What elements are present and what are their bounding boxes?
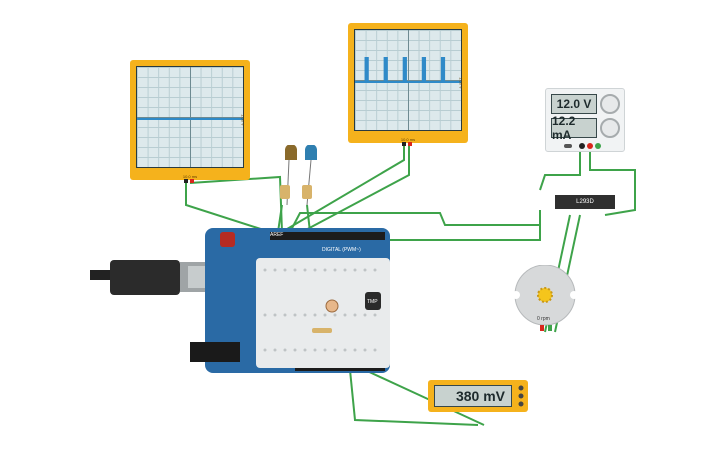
wire[interactable]	[385, 210, 541, 241]
scope-time-label: 10.0 ms	[182, 174, 198, 179]
oscilloscope-screen	[136, 66, 244, 168]
multimeter[interactable]: 380 mV	[428, 380, 528, 412]
wire[interactable]	[289, 212, 540, 233]
leds-and-resistors[interactable]	[275, 145, 335, 215]
arduino-board[interactable]	[80, 220, 400, 390]
wire[interactable]	[281, 146, 405, 233]
current-knob[interactable]	[600, 118, 620, 138]
wire[interactable]	[185, 183, 271, 233]
wire[interactable]	[277, 204, 283, 233]
voltage-knob[interactable]	[600, 94, 620, 114]
motor-rpm-label: 0 rpm	[537, 316, 550, 322]
aref-label: AREF	[270, 232, 284, 238]
multimeter-display: 380 mV	[434, 385, 512, 407]
oscilloscope-left[interactable]: 10.0 ms 1.00 V	[130, 60, 250, 183]
wire[interactable]	[306, 204, 311, 233]
chip-label: L293D	[576, 199, 594, 205]
wire[interactable]	[589, 148, 636, 216]
wire[interactable]	[349, 369, 479, 426]
power-supply[interactable]: 12.0 V 12.2 mA	[545, 88, 625, 152]
scope-time-label: 10.0 ms	[400, 137, 416, 142]
voltage-display: 12.0 V	[551, 94, 597, 114]
scope-trace	[355, 57, 461, 83]
wire[interactable]	[539, 148, 581, 191]
scope-trace	[137, 118, 243, 120]
digital-pwm-label: DIGITAL (PWM~)	[322, 247, 361, 253]
dc-motor[interactable]	[510, 265, 580, 335]
oscilloscope-right[interactable]: 10.0 ms 1.00 V	[348, 23, 468, 146]
tmp-sensor-label: TMP	[367, 299, 378, 305]
motor-driver-chip[interactable]: L293D	[555, 195, 615, 209]
oscilloscope-screen	[354, 29, 462, 131]
